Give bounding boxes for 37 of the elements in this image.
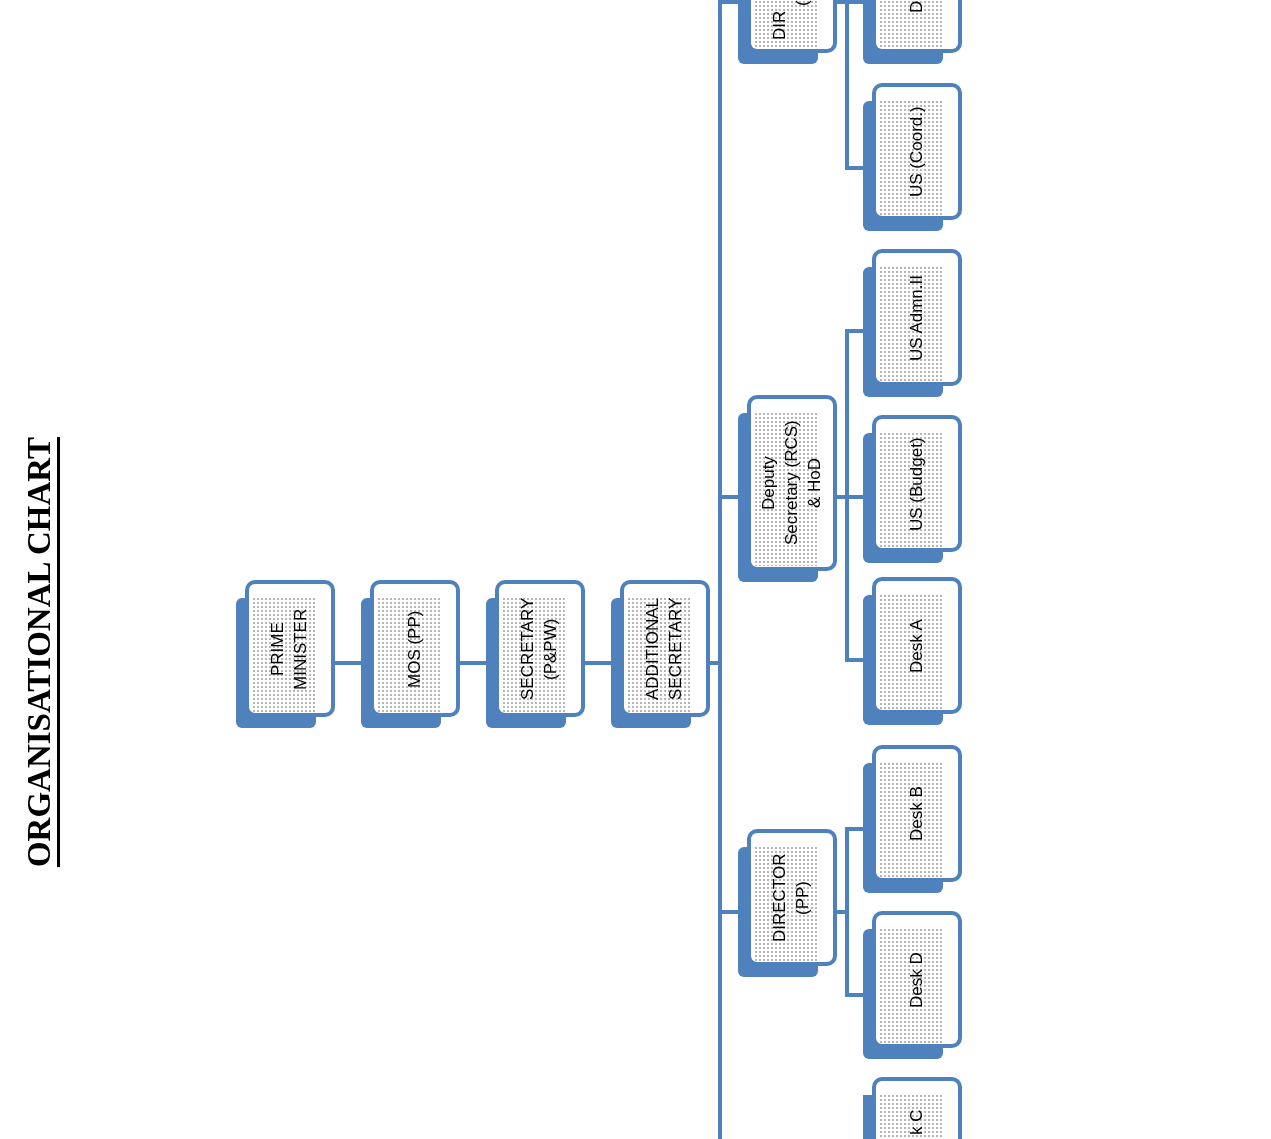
position-box	[863, 249, 962, 397]
position-title: ADDITIONAL SECRETARY	[642, 596, 686, 702]
position-box	[863, 83, 962, 231]
position-box	[863, 911, 962, 1059]
position-title: DIRECTOR (PP)	[769, 852, 813, 944]
connector-line	[335, 661, 361, 665]
position-box	[486, 580, 585, 728]
position-box	[738, 829, 837, 977]
position-box	[863, 745, 962, 893]
position-box	[611, 580, 710, 728]
position-title: DIR	[769, 10, 791, 40]
position-title: US (Coord.)	[905, 106, 927, 197]
position-box	[863, 0, 962, 64]
position-box	[236, 580, 335, 728]
position-title: Desk B	[905, 786, 927, 841]
position-title: k C	[905, 1110, 927, 1136]
position-title: Desk A	[905, 618, 927, 673]
position-title: Deputy Secretary (RCS) & HoD	[757, 419, 825, 547]
position-box	[361, 580, 460, 728]
position-title: Desk D	[905, 951, 927, 1008]
position-title: (	[792, 0, 813, 6]
position-title: MOS (PP)	[403, 609, 425, 688]
connector-line	[460, 661, 486, 665]
position-box	[863, 1077, 962, 1139]
connector-line	[585, 661, 611, 665]
position-title: D	[905, 0, 927, 13]
chart-title: ORGANISATIONAL CHART	[23, 437, 60, 868]
position-box	[738, 0, 837, 64]
connector-line	[837, 910, 863, 997]
position-title: US Admn.II	[905, 274, 927, 361]
position-box	[863, 577, 962, 725]
position-title: SECRETARY (P&PW)	[517, 596, 561, 702]
position-title: US (Budget)	[905, 436, 927, 531]
position-title: PRIME MINISTER	[267, 606, 311, 692]
position-box	[863, 415, 962, 563]
connector-line	[837, 495, 863, 662]
position-box	[738, 395, 837, 582]
